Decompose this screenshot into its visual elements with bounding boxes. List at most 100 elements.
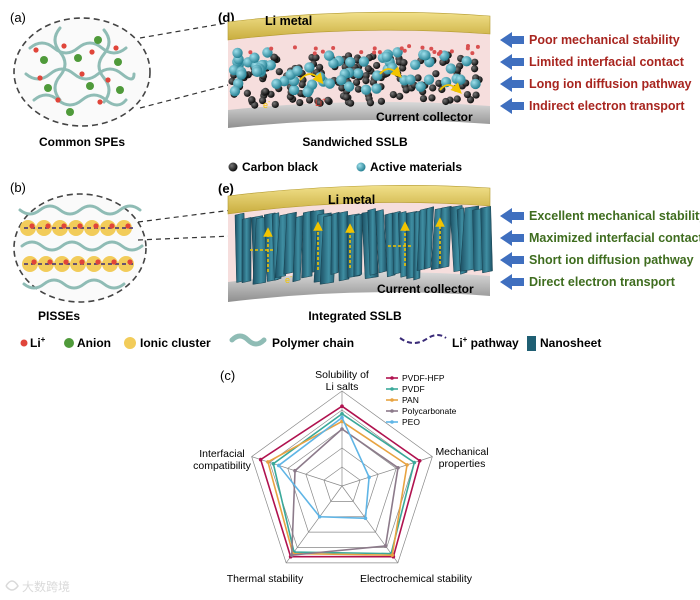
li-ion [93,223,99,229]
polymer-chain [53,26,67,102]
d-li-ion-label: Li+ [315,97,326,108]
panel-e-caption: Integrated SSLB [308,309,402,323]
legend-materials: Carbon black Active materials [228,160,462,174]
radar-legend-marker [390,387,394,391]
axis-label-mechanical: Mechanical [435,446,488,458]
carbon-black [471,58,479,66]
li-ion [61,43,67,49]
radar-point [340,404,344,409]
active-material [420,50,431,61]
arrow-left-icon [500,32,524,48]
active-material [415,81,426,92]
anion [66,108,74,116]
active-material [323,50,335,61]
active-material [371,83,382,94]
axis-label-interfacial-2: compatibility [193,460,252,472]
axis-label-thermal: Thermal stability [227,573,304,585]
li-ion [97,99,103,105]
li-ion [407,44,412,49]
active-material [358,56,370,67]
li-ion [33,47,39,53]
axis-label-solubility: Solubility of [315,369,369,381]
polymer-chain [32,93,128,107]
active-materials-swatch [356,162,366,172]
arrow-left-icon [500,98,524,114]
carbon-black [243,89,251,97]
carbon-black [366,99,375,107]
panel-a-tag: (a) [10,10,26,25]
legend-polymer-chain: Polymer chain [272,336,354,350]
radar-series-line [277,416,370,520]
li-ion [292,45,297,50]
issue-1: Poor mechanical stability [529,33,680,47]
radar-grid-ring [251,390,433,564]
li-ion [127,259,133,265]
legend-ionic-cluster: Ionic cluster [140,336,211,350]
active-material [336,74,347,86]
anion [44,84,52,92]
radar-point [271,461,276,466]
radar-series-line [259,405,421,558]
carbon-black [247,96,256,104]
radar-point [340,415,344,420]
li-ion [77,223,83,229]
arrow-left-icon [500,230,524,246]
li-ion [45,223,51,229]
carbon-black [261,87,270,95]
active-material [461,55,472,67]
ion-arrows-e [250,217,445,272]
arrow-left-icon [500,274,524,290]
radar-point [367,475,371,479]
legend-li-ion: Li+ [30,335,46,350]
radar-point [390,553,395,557]
li-ion [475,44,480,49]
li-ion [125,223,131,229]
li-ion [402,48,407,53]
li-ion [95,259,101,265]
li-ion [111,259,117,265]
li-ion [312,51,317,56]
nanosheet [480,205,493,274]
radar-point [363,516,368,521]
active-material [470,78,481,90]
nanosheet [367,208,379,276]
carbon-black [324,96,332,104]
polymer-chain-swatch [229,333,267,347]
carbon-black [429,84,437,92]
li-ion-swatch [20,339,28,347]
li-ion [63,259,69,265]
carbon-black [432,70,440,78]
carbon-black [362,71,370,80]
carbon-black [251,101,259,109]
active-material [304,62,315,73]
carbon-black [453,95,461,103]
anion [40,56,48,64]
radar-point [405,463,409,467]
panel-a-caption: Common SPEs [39,135,125,149]
nanosheet [423,206,435,270]
li-ion [79,71,85,77]
radar-spoke [251,456,343,487]
li-ion [248,50,253,55]
panel-b-caption: PISSEs [38,309,80,323]
arrow-left-icon [500,76,524,92]
ionic-cluster-swatch [124,337,136,349]
nanosheet [241,217,252,284]
electrode-particles-d [228,44,483,109]
d-current-collector-label: Current collector [376,110,473,124]
radar-point [258,457,263,462]
arrow-left-icon [500,54,524,70]
panel-b-tag: (b) [10,180,26,195]
li-ion [449,49,454,54]
legend-nanosheet: Nanosheet [540,336,601,350]
axis-label-solubility-2: Li salts [326,381,359,393]
li-ion [465,44,470,49]
li-ion [372,46,377,51]
anion [86,82,94,90]
carbon-black [270,53,279,61]
radar-series-line [272,412,416,555]
li-ion [470,51,475,56]
anion [114,58,122,66]
radar-legend-marker [390,420,394,424]
